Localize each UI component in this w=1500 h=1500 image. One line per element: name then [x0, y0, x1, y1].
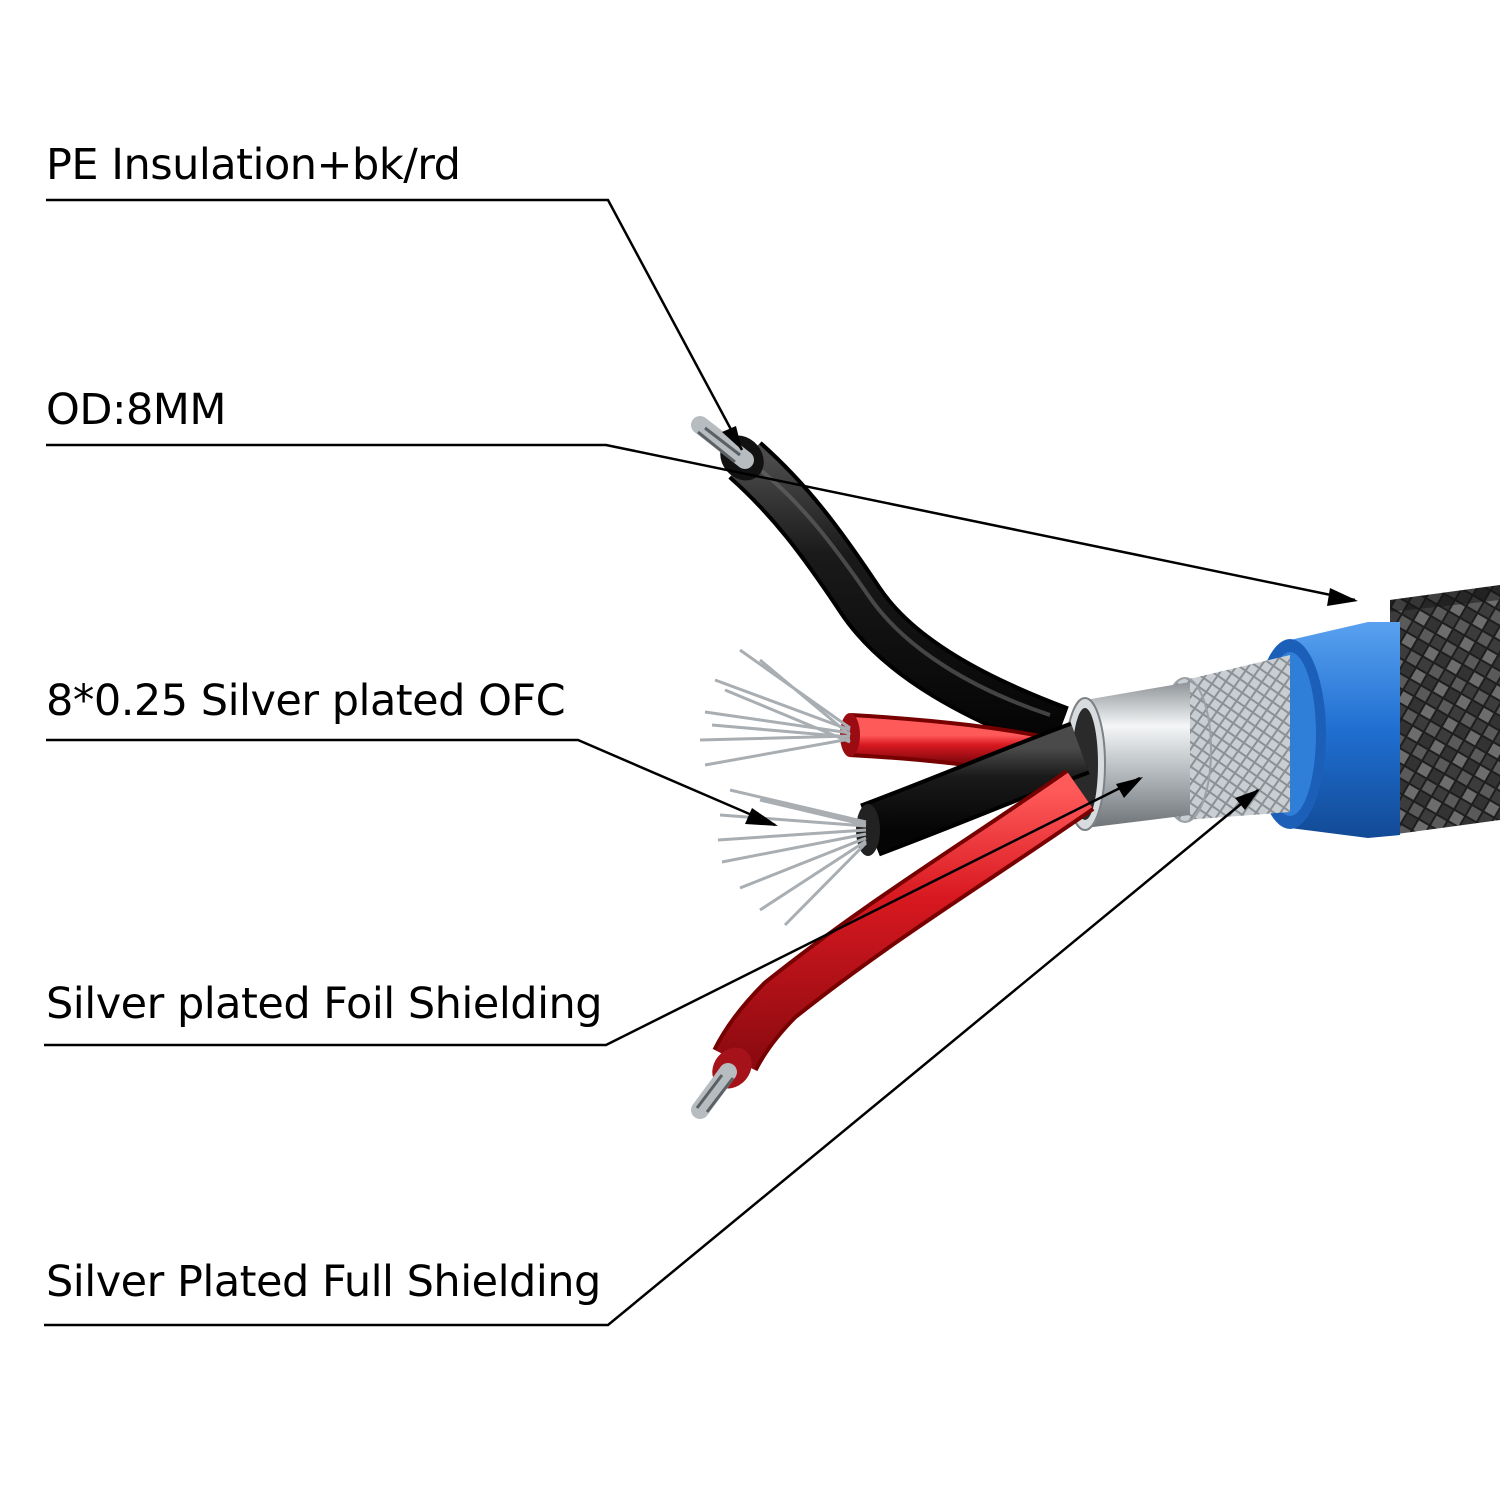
leader-line-outer-diameter: [46, 443, 1356, 602]
arrowhead-icon: [1116, 777, 1143, 798]
leader-line-conductor: [46, 738, 776, 827]
arrowhead-icon: [1327, 588, 1358, 606]
label-pe-insulation: PE Insulation+bk/rd: [46, 140, 461, 190]
stranded-conductor-icon: [699, 648, 851, 767]
stranded-conductor-icon: [691, 1063, 737, 1119]
black-wire-lower: [856, 721, 1090, 857]
arrowhead-icon: [745, 808, 778, 826]
label-foil-shielding: Silver plated Foil Shielding: [46, 979, 603, 1029]
braided-jacket-icon: [1390, 585, 1500, 835]
leader-line-full-shielding: [44, 789, 1259, 1327]
black-wire-upper: [720, 435, 1069, 754]
leader-line-pe-insulation: [46, 198, 744, 451]
label-outer-diameter: OD:8MM: [46, 385, 227, 435]
arrowhead-icon: [1235, 789, 1260, 810]
leader-lines: [44, 198, 1356, 1327]
stranded-conductor-icon: [691, 416, 754, 469]
label-conductor: 8*0.25 Silver plated OFC: [46, 676, 566, 726]
arrowhead-icon: [722, 426, 742, 450]
label-full-shielding: Silver Plated Full Shielding: [46, 1257, 601, 1307]
leader-line-foil-shielding: [44, 776, 1141, 1047]
stranded-conductor-icon: [717, 788, 868, 927]
